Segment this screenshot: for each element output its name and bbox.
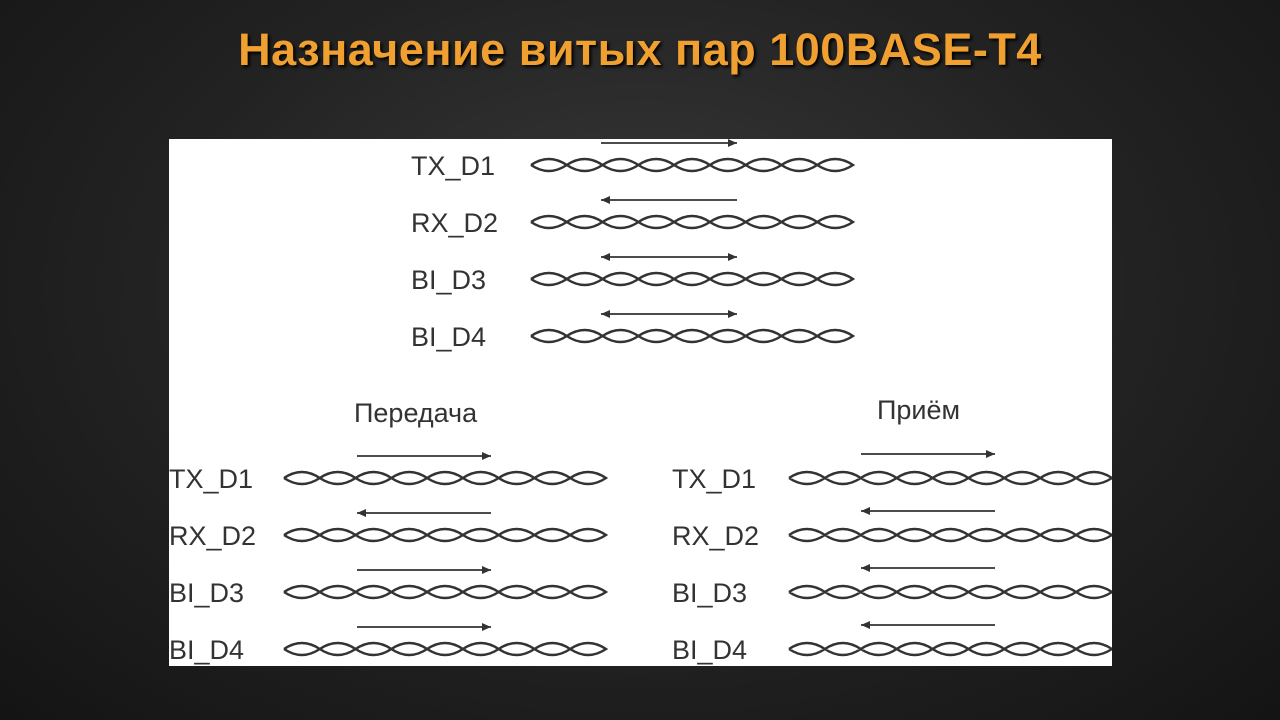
pair-row: TX_D1	[411, 139, 856, 181]
pair-row: TX_D1	[169, 452, 609, 494]
twisted-pair-wire	[788, 641, 1112, 657]
arrow-head-left	[357, 509, 366, 517]
arrow-head-right	[482, 566, 491, 574]
slide-title: Назначение витых пар 100BASE-T4	[238, 24, 1042, 75]
pair-label: RX_D2	[169, 521, 256, 551]
pair-row: RX_D2	[672, 507, 1112, 551]
arrow-head-left	[861, 507, 870, 515]
arrow-head-left	[861, 564, 870, 572]
receive-heading: Приём	[877, 395, 960, 425]
arrow-head-right	[728, 253, 737, 261]
twisted-pair-wire	[788, 584, 1112, 600]
pair-row: BI_D3	[672, 564, 1112, 608]
arrow-head-right	[728, 139, 737, 147]
arrow-head-left	[601, 253, 610, 261]
pair-row: TX_D1	[672, 450, 1112, 494]
arrow-head-right	[482, 452, 491, 460]
arrow-head-right	[986, 450, 995, 458]
pair-label: BI_D3	[672, 578, 747, 608]
pair-row: RX_D2	[169, 509, 609, 551]
twisted-pair-wire	[283, 527, 609, 543]
pair-label: RX_D2	[672, 521, 759, 551]
arrow-head-left	[601, 196, 610, 204]
pair-label: TX_D1	[169, 464, 253, 494]
twisted-pair-wire	[788, 527, 1112, 543]
arrow-head-right	[482, 623, 491, 631]
twisted-pair-wire	[283, 584, 609, 600]
twisted-pair-wire	[283, 470, 609, 486]
twisted-pair-wire	[283, 641, 609, 657]
pair-label: BI_D4	[672, 635, 747, 665]
pair-row: BI_D3	[169, 566, 609, 608]
twisted-pair-wire	[530, 271, 856, 287]
pair-row: BI_D3	[411, 253, 856, 295]
pair-label: BI_D3	[169, 578, 244, 608]
pair-row: RX_D2	[411, 196, 856, 238]
arrow-head-left	[861, 621, 870, 629]
pair-row: BI_D4	[672, 621, 1112, 665]
pair-row: BI_D4	[169, 623, 609, 665]
pair-label: RX_D2	[411, 208, 498, 238]
pair-row: BI_D4	[411, 310, 856, 352]
twisted-pair-wire	[788, 470, 1112, 486]
pair-label: BI_D4	[411, 322, 486, 352]
pair-label: BI_D4	[169, 635, 244, 665]
pair-label: TX_D1	[411, 151, 495, 181]
pair-label: BI_D3	[411, 265, 486, 295]
twisted-pair-wire	[530, 214, 856, 230]
arrow-head-left	[601, 310, 610, 318]
transmit-heading: Передача	[354, 398, 478, 428]
pair-label: TX_D1	[672, 464, 756, 494]
arrow-head-right	[728, 310, 737, 318]
twisted-pair-wire	[530, 157, 856, 173]
twisted-pair-wire	[530, 328, 856, 344]
